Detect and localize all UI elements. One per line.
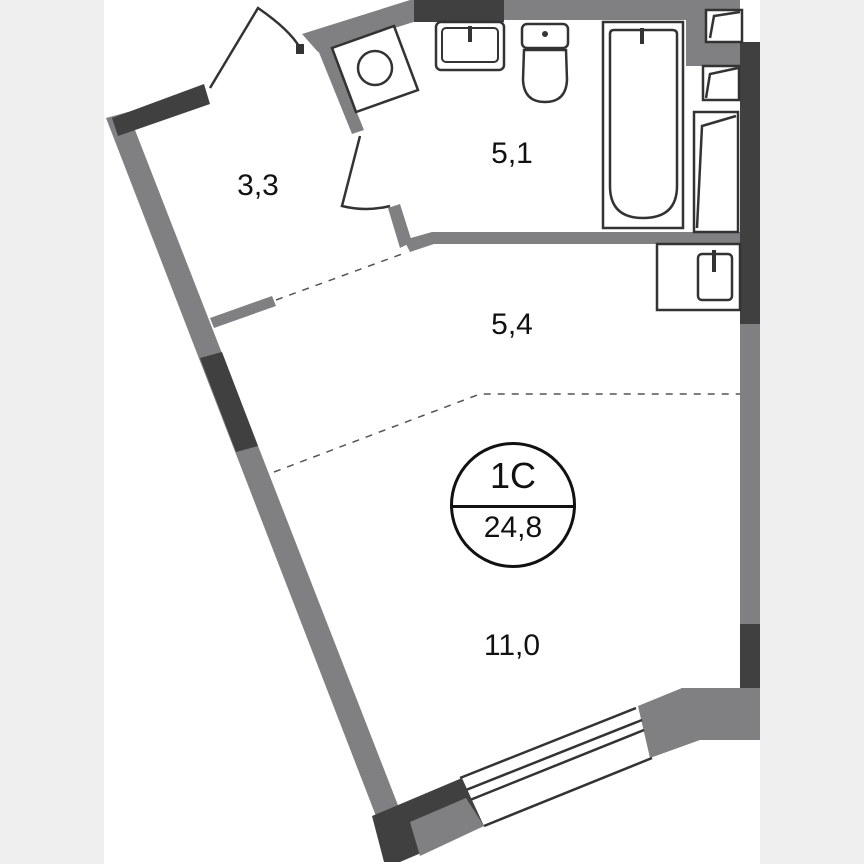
vent-shaft-icon bbox=[692, 8, 744, 234]
apartment-total-area: 24,8 bbox=[483, 511, 543, 544]
kitchen-sink-icon bbox=[655, 242, 742, 312]
zone-divider-storage bbox=[275, 253, 403, 301]
balcony-window bbox=[459, 706, 653, 828]
storage-door-swing bbox=[208, 6, 302, 89]
right-exterior-wall-dark-top bbox=[740, 42, 760, 324]
bathroom-top-wall bbox=[302, 0, 740, 52]
right-exterior-wall-gray bbox=[740, 324, 760, 624]
washing-machine-icon bbox=[330, 24, 420, 114]
left-wall-window bbox=[200, 352, 258, 452]
storage-bathroom-wall bbox=[318, 46, 364, 134]
top-dark-wall bbox=[414, 0, 504, 22]
zone-divider-living bbox=[273, 393, 740, 473]
toilet-icon bbox=[520, 22, 570, 104]
right-exterior-wall-dark-bottom bbox=[740, 624, 760, 688]
hall-wall-stub bbox=[210, 296, 276, 328]
storage-top-wall-dark bbox=[112, 84, 210, 136]
bathtub-icon bbox=[601, 20, 685, 230]
room-area-storage: 3,3 bbox=[237, 169, 279, 202]
left-exterior-wall bbox=[106, 112, 410, 842]
room-area-living-room: 11,0 bbox=[483, 629, 541, 662]
badge-divider bbox=[453, 505, 573, 508]
balcony-right-block bbox=[638, 688, 760, 758]
bathroom-door-swing bbox=[340, 135, 391, 211]
apartment-badge: 1С 24,8 bbox=[450, 442, 576, 568]
balcony-left-block-gray bbox=[410, 798, 484, 856]
room-area-hallway-kitchen: 5,4 bbox=[491, 308, 533, 341]
apartment-type: 1С bbox=[489, 455, 537, 496]
bathroom-sink-icon bbox=[434, 20, 506, 72]
storage-bathroom-wall-lower bbox=[388, 204, 412, 248]
room-area-bathroom: 5,1 bbox=[491, 137, 533, 170]
bathroom-bottom-wall bbox=[404, 232, 740, 252]
